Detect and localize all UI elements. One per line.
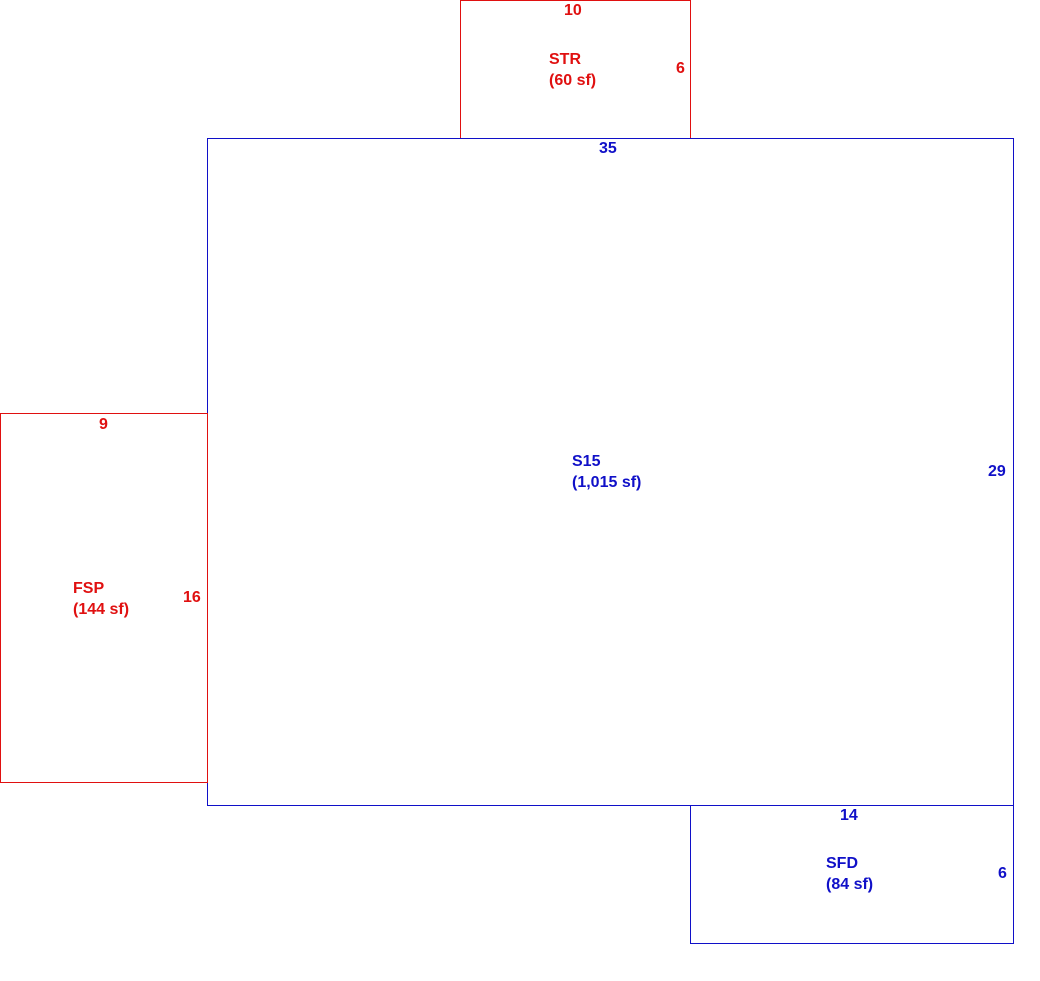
sfd-label: SFD (84 sf) <box>826 853 873 895</box>
fsp-outline[interactable] <box>0 413 208 783</box>
s15-depth-dimension: 29 <box>988 463 1006 480</box>
fsp-label: FSP (144 sf) <box>73 578 129 620</box>
sfd-area: (84 sf) <box>826 876 874 893</box>
sfd-outline[interactable] <box>690 805 1014 944</box>
str-code: STR <box>549 51 581 68</box>
s15-width-dimension: 35 <box>599 140 617 157</box>
sfd-depth-dimension: 6 <box>998 865 1007 882</box>
fsp-width-dimension: 9 <box>99 416 108 433</box>
fsp-code: FSP <box>73 580 105 597</box>
s15-area: (1,015 sf) <box>572 474 642 491</box>
sfd-code: SFD <box>826 855 858 872</box>
str-label: STR (60 sf) <box>549 49 596 91</box>
fsp-depth-dimension: 16 <box>183 589 201 606</box>
s15-code: S15 <box>572 453 601 470</box>
sfd-width-dimension: 14 <box>840 807 858 824</box>
str-depth-dimension: 6 <box>676 60 685 77</box>
fsp-area: (144 sf) <box>73 601 130 618</box>
str-area: (60 sf) <box>549 72 597 89</box>
s15-label: S15 (1,015 sf) <box>572 451 641 493</box>
str-width-dimension: 10 <box>564 2 582 19</box>
